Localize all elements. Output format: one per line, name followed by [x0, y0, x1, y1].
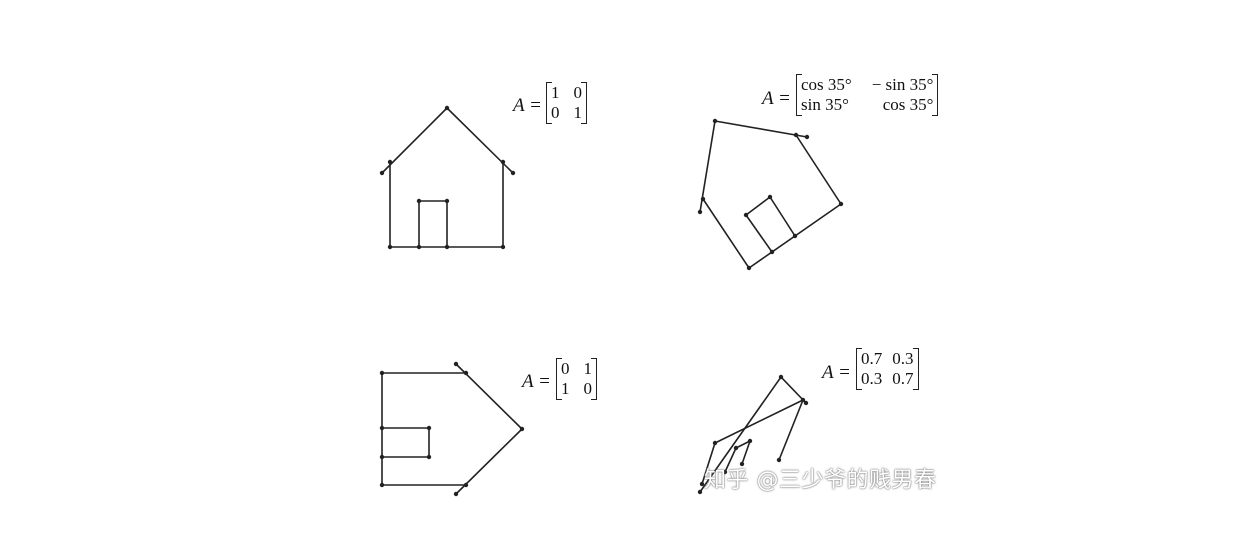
projection-matrix: 0.7 0.3 0.3 0.7: [856, 348, 919, 390]
matrix-cell: 0: [551, 103, 560, 122]
matrix-cell: cos 35°: [801, 75, 852, 94]
house-vertices: [697, 118, 844, 271]
house-outline: [699, 120, 808, 213]
watermark-text: 知乎 @三少爷的贱男春: [704, 468, 937, 493]
matrix-cell: cos 35°: [882, 95, 934, 114]
matrix-cell: 0: [583, 379, 593, 398]
matrix-cell: 0.7: [892, 369, 914, 388]
matrix-cell: sin 35°: [801, 95, 849, 114]
matrix-cell: 0: [561, 359, 570, 378]
matrix-cell: − sin 35°: [871, 75, 934, 94]
house-outline: [455, 363, 523, 495]
matrix-cell: 0.3: [861, 369, 883, 388]
matrix-cell: 1: [551, 83, 560, 102]
equation-label: A =: [522, 371, 551, 392]
house-squashed: [697, 374, 809, 495]
matrix-cell: 1: [573, 103, 583, 122]
house-vertices: [697, 374, 809, 495]
house-door: [418, 200, 448, 247]
matrix-cell: 0.3: [892, 349, 914, 368]
matrix-cell: 1: [561, 379, 570, 398]
matrix-cell: 0.7: [861, 349, 883, 368]
matrix-cell: 0: [573, 83, 583, 102]
equation-label: A =: [762, 88, 791, 109]
house-walls: [381, 372, 466, 486]
equation-label: A =: [513, 95, 542, 116]
house-vertices: [379, 105, 516, 250]
matrix-cell: 1: [583, 359, 593, 378]
reflection-matrix: 0 1 1 0: [556, 358, 597, 400]
house-rotated: [697, 118, 844, 271]
equation-label: A =: [822, 362, 851, 383]
house-door: [724, 440, 751, 473]
house-walls: [701, 399, 804, 485]
rotation-matrix: cos 35° − sin 35° sin 35° cos 35°: [796, 74, 939, 116]
house-outline: [381, 107, 514, 174]
house-door: [745, 196, 796, 253]
house-reflected: [379, 361, 525, 497]
house-vertices: [379, 361, 525, 497]
identity-matrix: 1 0 0 1: [546, 82, 587, 124]
house-door: [382, 427, 430, 458]
house-identity: [379, 105, 516, 250]
